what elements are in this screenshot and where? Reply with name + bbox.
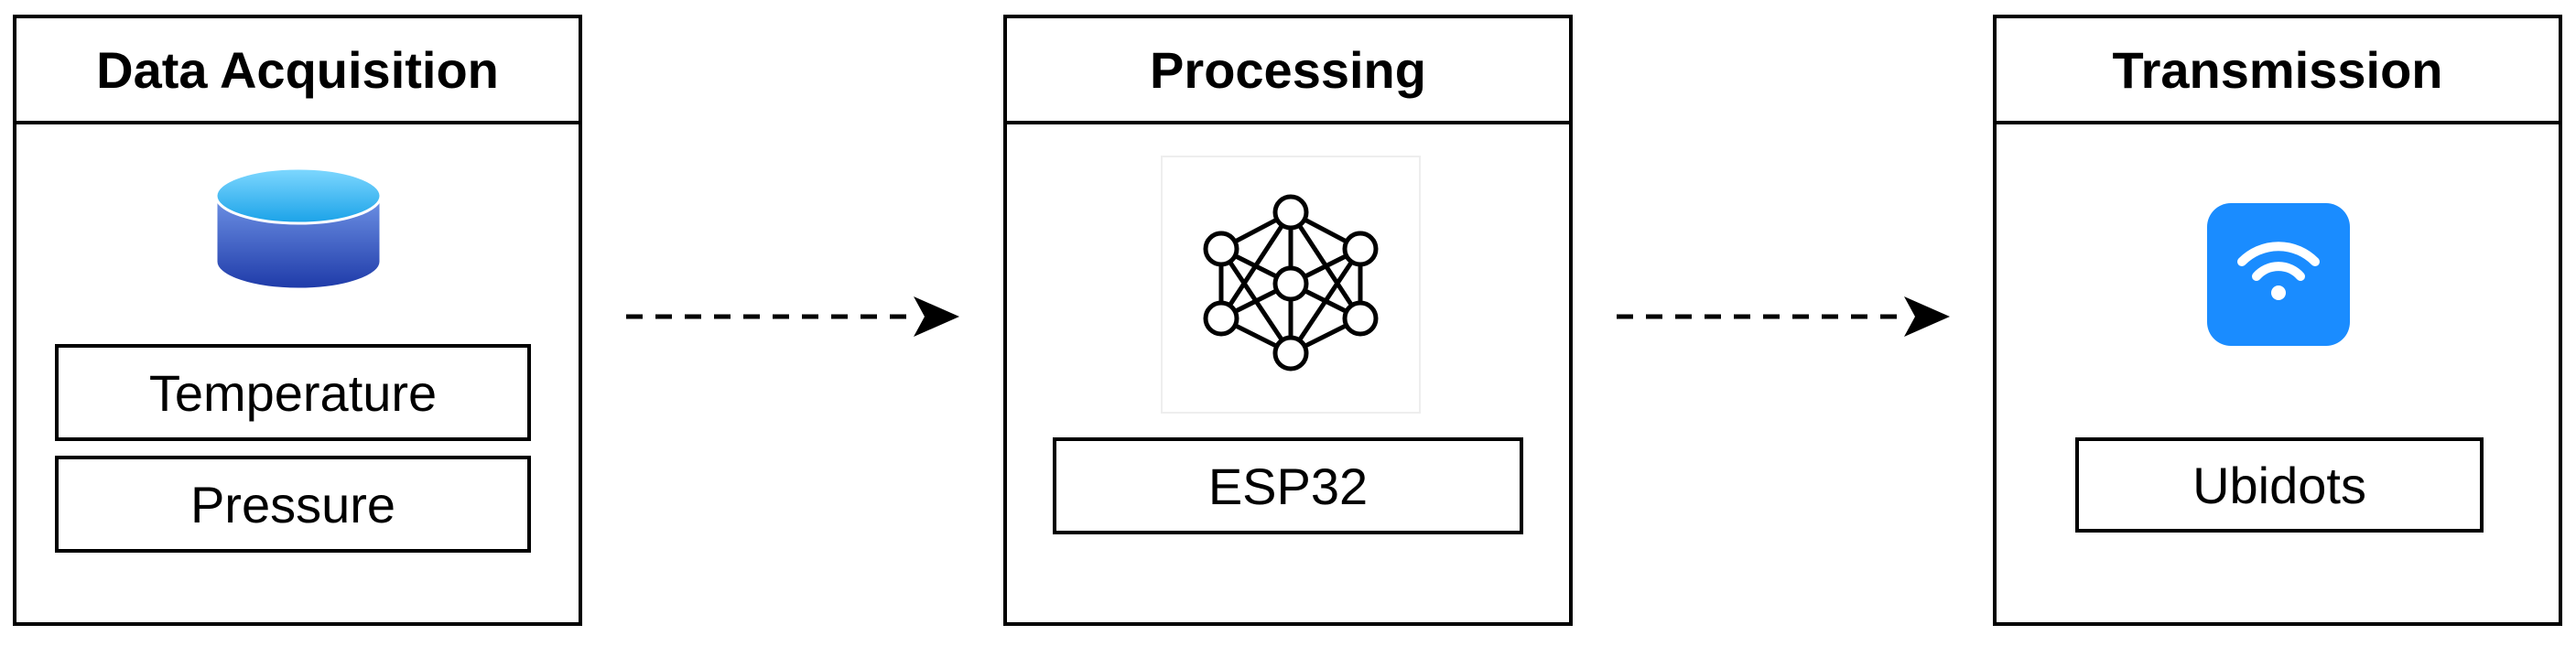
- panel-header: Transmission: [1997, 18, 2559, 124]
- panel-title: Processing: [1150, 40, 1426, 99]
- flow-arrow: [1617, 296, 1950, 337]
- processing-panel: Processing: [1003, 15, 1573, 626]
- panel-title: Transmission: [2112, 40, 2443, 99]
- wifi-icon: [2207, 203, 2350, 346]
- temperature-label: Temperature: [55, 344, 531, 441]
- transmission-panel: Transmission Ubidots: [1993, 15, 2562, 626]
- data-acquisition-panel: Data Acquisition Temperature Pressure: [13, 15, 582, 626]
- neural-network-icon: [1161, 156, 1421, 414]
- panel-title: Data Acquisition: [96, 40, 499, 99]
- database-icon: [214, 167, 383, 291]
- pressure-label: Pressure: [55, 456, 531, 553]
- panel-header: Processing: [1007, 18, 1569, 124]
- ubidots-label: Ubidots: [2075, 437, 2484, 533]
- panel-header: Data Acquisition: [16, 18, 579, 124]
- esp32-label: ESP32: [1053, 437, 1523, 534]
- flow-arrow: [626, 296, 959, 337]
